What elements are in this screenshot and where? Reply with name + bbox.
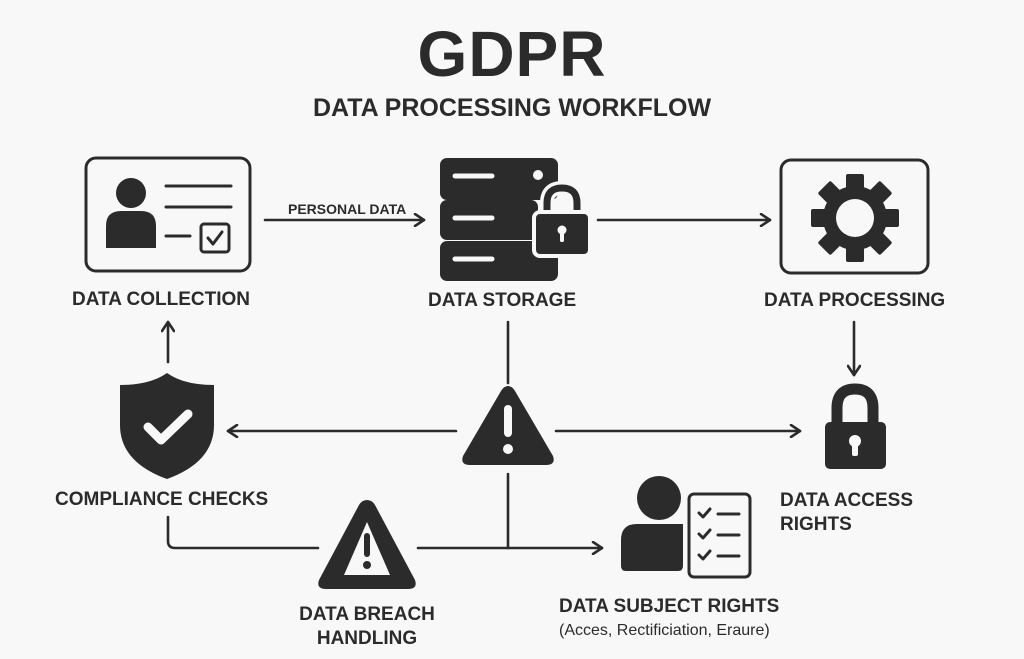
node-label-data-storage: DATA STORAGE (428, 290, 577, 311)
shield-check-icon (120, 373, 214, 479)
node-label-compliance-checks: COMPLIANCE CHECKS (55, 489, 269, 510)
node-label-data-access-line1: DATA ACCESS (780, 490, 913, 511)
server-lock-icon (440, 158, 592, 281)
node-label-data-collection: DATA COLLECTION (72, 289, 251, 310)
node-label-data-breach-line2: HANDLING (316, 628, 418, 649)
padlock-icon (825, 383, 886, 469)
page-subtitle: DATA PROCESSING WORKFLOW (312, 94, 712, 122)
node-label-data-breach-line1: DATA BREACH (299, 604, 435, 625)
hub-warning-icon (462, 386, 554, 465)
edge-label-personal-data: PERSONAL DATA (288, 201, 407, 217)
page-title: GDPR (417, 18, 607, 90)
node-label-data-access-line2: RIGHTS (780, 514, 852, 535)
edge-compliance-to-breach (166, 515, 320, 550)
id-card-icon (84, 156, 252, 273)
person-checklist-icon (621, 476, 752, 579)
gear-icon (779, 158, 930, 275)
breach-warning-icon (318, 500, 416, 589)
node-note-data-subject-rights: (Acces, Rectificiation, Eraure) (559, 622, 770, 639)
node-label-data-processing: DATA PROCESSING (764, 290, 946, 311)
node-label-data-subject-rights: DATA SUBJECT RIGHTS (559, 596, 780, 617)
